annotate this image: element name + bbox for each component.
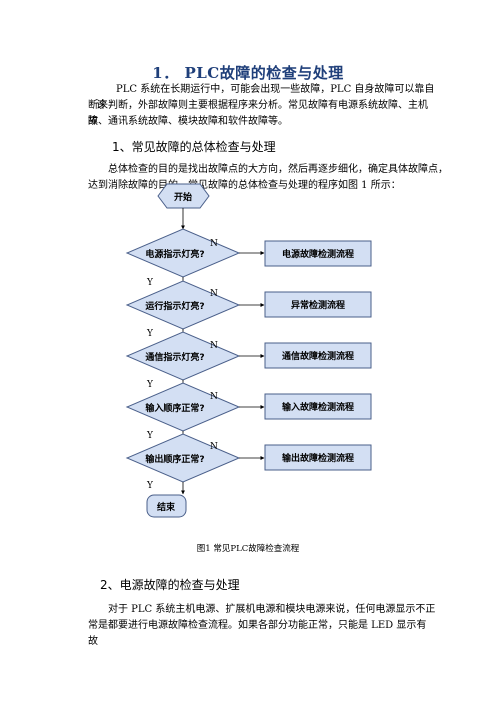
decision-output-order: 输出顺序正常? [125, 433, 241, 483]
intro-line-2: 断来判断，外部故障则主要根据程序来分析。常见故障有电源系统故障、主机故 [88, 100, 428, 127]
process-3-label: 通信故障检测流程 [282, 350, 354, 362]
yes-label-5: Y [146, 481, 154, 491]
start-label: 开始 [174, 191, 192, 203]
decision-run-indicator: 运行指示灯亮? [125, 280, 241, 330]
process-abnormal: 异常检测流程 [264, 291, 372, 318]
process-power-fault: 电源故障检测流程 [264, 240, 372, 267]
section-1-line-2: 达到消除故障的目的，常见故障的总体检查与处理的程序如图 1 所示： [88, 180, 401, 191]
yes-label-1: Y [146, 278, 154, 288]
process-output-fault: 输出故障检测流程 [264, 444, 372, 471]
decision-1-label: 电源指示灯亮? [145, 248, 204, 260]
decision-input-order: 输入顺序正常? [125, 382, 241, 432]
decision-4-label: 输入顺序正常? [145, 402, 204, 414]
no-label-4: N [210, 392, 218, 402]
process-1-label: 电源故障检测流程 [282, 248, 354, 260]
no-label-2: N [210, 289, 218, 299]
decision-comm-indicator: 通信指示灯亮? [125, 331, 241, 381]
process-comm-fault: 通信故障检测流程 [264, 342, 372, 369]
process-2-label: 异常检测流程 [291, 299, 345, 311]
yes-label-2: Y [146, 329, 154, 339]
process-4-label: 输入故障检测流程 [282, 401, 354, 413]
intro-line-3: 障、通讯系统故障、模块故障和软件故障等。 [88, 116, 288, 127]
decision-2-label: 运行指示灯亮? [145, 300, 204, 312]
decision-power-indicator: 电源指示灯亮? [125, 228, 241, 278]
intro-line-1: PLC 系统在长期运行中，可能会出现一些故障，PLC 自身故障可以靠自诊 [96, 84, 435, 111]
end-node: 结束 [146, 494, 187, 518]
decision-3-label: 通信指示灯亮? [145, 351, 204, 363]
process-5-label: 输出故障检测流程 [282, 452, 354, 464]
decision-5-label: 输出顺序正常? [145, 453, 204, 465]
section-1-line-1: 总体检查的目的是找出故障点的大方向，然后再逐步细化，确定具体故障点， [108, 164, 448, 175]
yes-label-4: Y [146, 431, 154, 441]
end-label: 结束 [157, 501, 176, 513]
process-input-fault: 输入故障检测流程 [264, 393, 372, 420]
start-node: 开始 [157, 183, 210, 209]
section-2-line-1: 对于 PLC 系统主机电源、扩展机电源和模块电源来说，任何电源显示不正 [108, 604, 436, 615]
section-1-heading: 1、常见故障的总体检查与处理 [112, 140, 276, 154]
document-title: 1． PLC故障的检查与处理 [152, 64, 344, 82]
no-label-1: N [210, 239, 218, 249]
yes-label-3: Y [146, 380, 154, 390]
no-label-5: N [210, 442, 218, 452]
section-2-line-2: 常是都要进行电源故障检查流程。如果各部分功能正常，只能是 LED 显示有故 [88, 620, 427, 647]
section-2-heading: 2、电源故障的检查与处理 [100, 578, 240, 592]
no-label-3: N [210, 341, 218, 351]
figure-caption: 图1 常见PLC故障检查流程 [196, 544, 300, 554]
